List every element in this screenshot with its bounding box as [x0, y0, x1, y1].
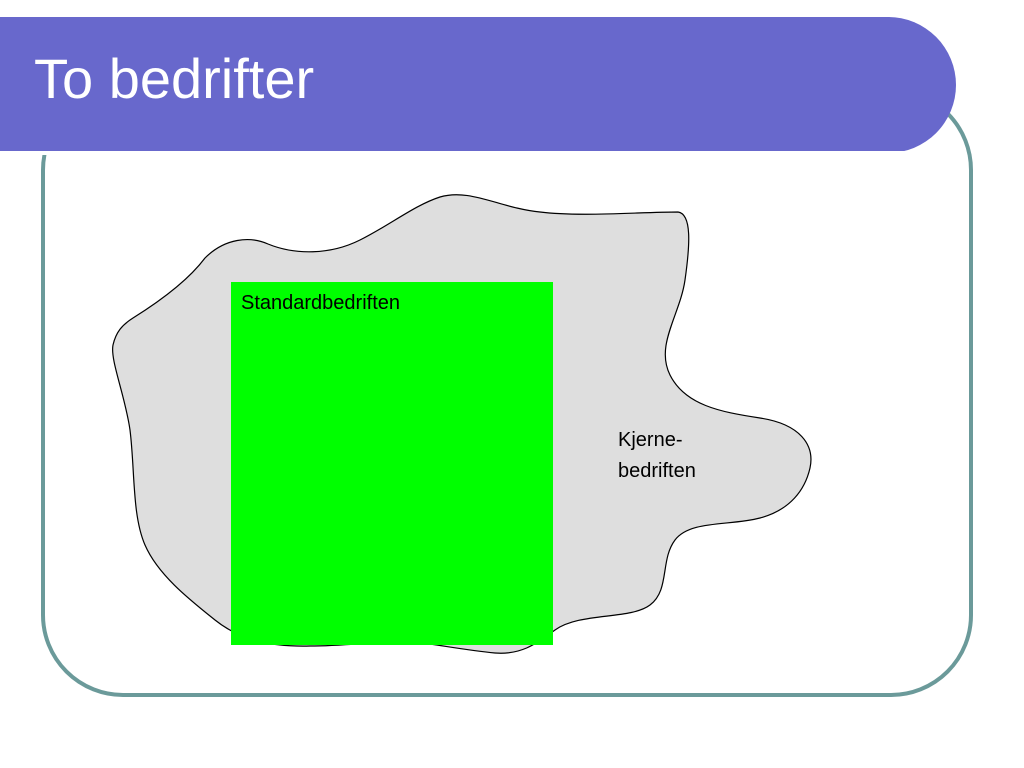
core-company-label-line2: bedriften: [618, 460, 696, 482]
slide-title: To bedrifter: [34, 47, 315, 110]
title-bar: [0, 17, 956, 155]
standard-company-label: Standardbedriften: [241, 292, 400, 314]
standard-company-box: [231, 282, 553, 645]
title-underline: [0, 151, 904, 155]
core-company-label-line1: Kjerne-: [618, 429, 682, 451]
